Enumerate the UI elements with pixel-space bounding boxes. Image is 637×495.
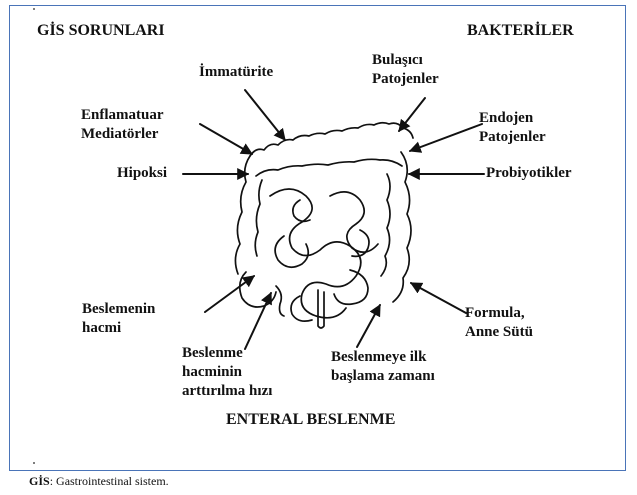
small-intestine-loops xyxy=(270,189,361,318)
arrow-beslenme-hizi xyxy=(245,293,271,349)
arrow-baslama-zamani xyxy=(357,305,380,347)
ascending-colon-inner xyxy=(255,180,262,256)
caption-text: : Gastrointestinal sistem. xyxy=(50,474,169,488)
rectum xyxy=(318,290,324,328)
arrow-immaturite xyxy=(245,90,285,140)
transverse-colon-bottom xyxy=(256,159,402,176)
arrow-enflamatuar xyxy=(200,124,252,154)
appendix xyxy=(276,286,284,316)
small-intestine-loops xyxy=(330,192,378,252)
descending-colon-inner xyxy=(381,174,390,276)
arrow-formula xyxy=(411,283,466,313)
arrow-beslemenin xyxy=(205,276,254,312)
figure-caption: GİS: Gastrointestinal sistem. xyxy=(29,474,169,489)
small-intestine-loops xyxy=(275,236,308,267)
arrow-bulasici xyxy=(399,98,425,131)
arrow-endojen xyxy=(410,124,482,151)
intestine-illustration xyxy=(235,123,413,328)
cecum xyxy=(240,272,276,307)
caption-abbr: GİS xyxy=(29,474,50,488)
